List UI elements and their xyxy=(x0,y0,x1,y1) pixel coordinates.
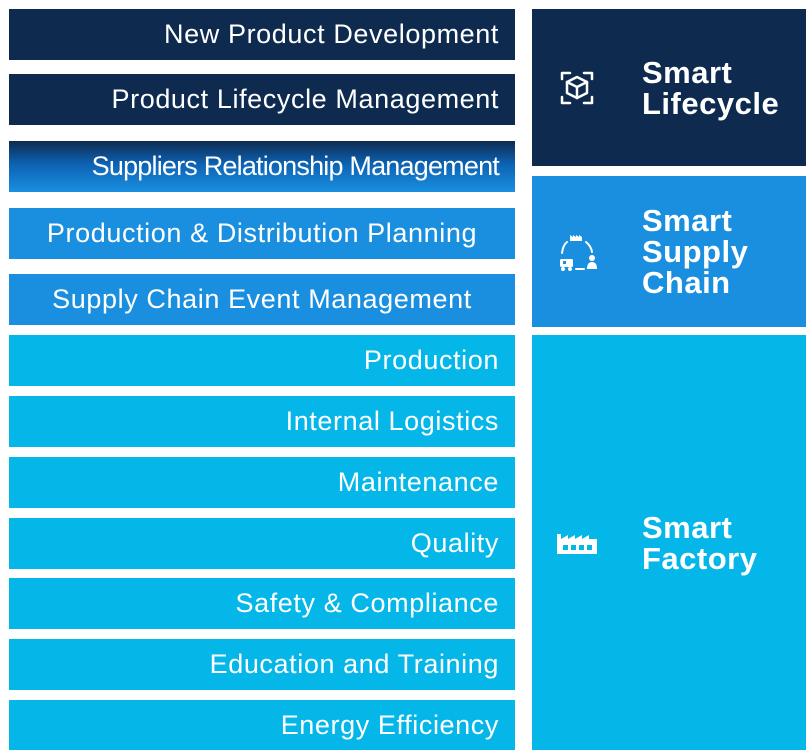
bar-supply-chain-event-management: Supply Chain Event Management xyxy=(9,274,515,325)
smart-factory-line1: Smart xyxy=(642,509,733,545)
factory-truck-person-cycle-icon xyxy=(560,234,597,271)
bar-suppliers-relationship-management: Suppliers Relationship Management xyxy=(9,141,515,192)
bar-internal-logistics: Internal Logistics xyxy=(9,396,515,447)
bar-production-distribution-planning: Production & Distribution Planning xyxy=(9,208,515,259)
bar-new-product-development: New Product Development xyxy=(9,9,515,60)
bar-education-training: Education and Training xyxy=(9,639,515,690)
bar-quality: Quality xyxy=(9,518,515,569)
smart-supply-chain-line3: Chain xyxy=(642,265,731,300)
panel-smart-lifecycle: Smart Lifecycle xyxy=(532,9,806,166)
box-cycle-icon xyxy=(560,71,594,104)
factory-icon xyxy=(557,533,597,554)
bar-production: Production xyxy=(9,335,515,386)
smart-lifecycle-line1: Smart xyxy=(642,54,733,90)
smart-factory-line2: Factory xyxy=(642,540,758,576)
bar-safety-compliance: Safety & Compliance xyxy=(9,578,515,629)
smart-lifecycle-line2: Lifecycle xyxy=(642,85,780,121)
bar-energy-efficiency: Energy Efficiency xyxy=(9,700,515,750)
panel-smart-supply-chain: Smart Supply Chain xyxy=(532,176,806,327)
smart-supply-chain-line1: Smart xyxy=(642,203,733,238)
bar-product-lifecycle-management: Product Lifecycle Management xyxy=(9,74,515,125)
bar-maintenance: Maintenance xyxy=(9,457,515,508)
panel-smart-factory: Smart Factory xyxy=(532,335,806,750)
smart-supply-chain-line2: Supply xyxy=(642,234,749,269)
